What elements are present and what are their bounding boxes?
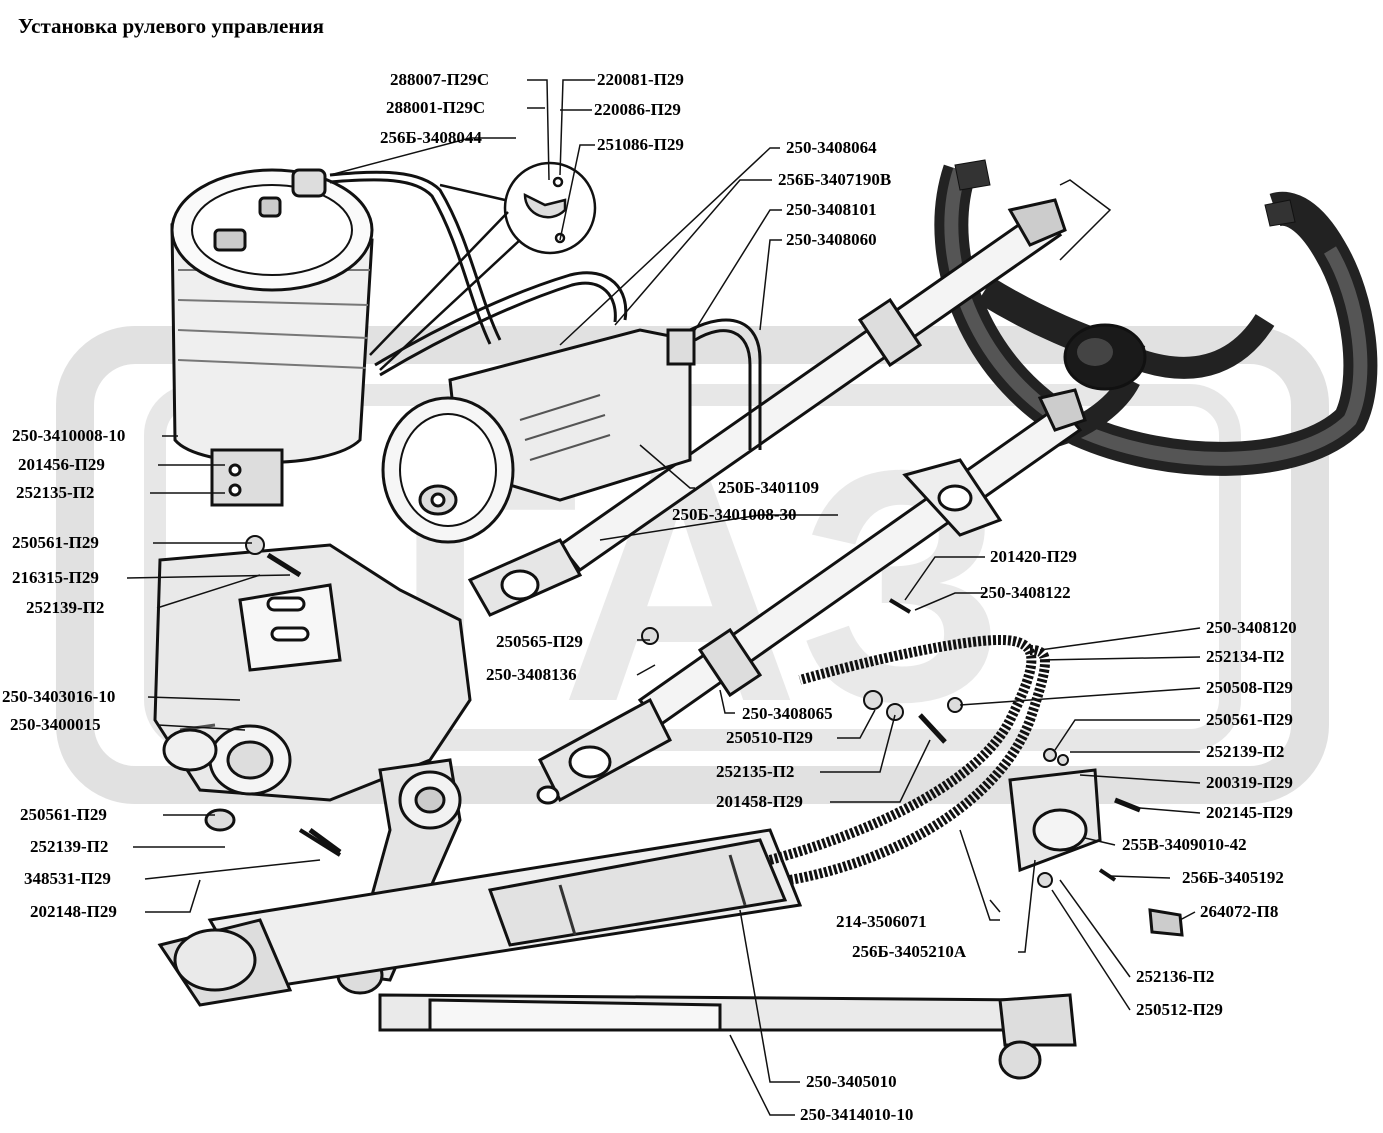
callout-label: 250508-П29 <box>1206 678 1293 697</box>
callout-label: 250561-П29 <box>12 533 99 552</box>
callout-label: 220086-П29 <box>594 100 681 119</box>
callout-label: 252135-П2 <box>716 762 795 781</box>
callout-label: 250Б-3401109 <box>718 478 819 497</box>
callout-label: 252135-П2 <box>16 483 95 502</box>
callout-label: 250561-П29 <box>20 805 107 824</box>
callout-label: 250-3400015 <box>10 715 101 734</box>
callout-label: 216315-П29 <box>12 568 99 587</box>
callout-label: 214-3506071 <box>836 912 927 931</box>
callout-label: 255В-3409010-42 <box>1122 835 1247 854</box>
callout-label: 256Б-3408044 <box>380 128 482 147</box>
clamp-detail-callout <box>369 161 597 371</box>
steering-knuckle-lever <box>1008 768 1184 937</box>
callout-label: 256Б-3405210А <box>852 942 967 961</box>
callout-label: 250Б-3401008-30 <box>672 505 797 524</box>
callout-label: 250-3408060 <box>786 230 877 249</box>
column-bracket <box>902 458 1003 537</box>
reservoir-hoses <box>329 170 762 450</box>
callout-label: 220081-П29 <box>597 70 684 89</box>
callout-label: 256Б-3405192 <box>1182 868 1284 887</box>
callout-label: 202145-П29 <box>1206 803 1293 822</box>
universal-joints <box>467 538 672 805</box>
callout-label: 201420-П29 <box>990 547 1077 566</box>
fastener-details <box>245 535 1141 888</box>
callout-label: 250-3408120 <box>1206 618 1297 637</box>
callout-label: 348531-П29 <box>24 869 111 888</box>
callout-label: 250561-П29 <box>1206 710 1293 729</box>
callout-label: 250-3405010 <box>806 1072 897 1091</box>
callout-label: 250-3408064 <box>786 138 877 157</box>
callout-label: 250-3408101 <box>786 200 877 219</box>
tie-rod <box>378 993 1077 1080</box>
callout-label: 250-3410008-10 <box>12 426 126 445</box>
callout-label: 252139-П2 <box>26 598 105 617</box>
callout-label: 250-3414010-10 <box>800 1105 914 1124</box>
callout-label: 201456-П29 <box>18 455 105 474</box>
callout-label: 250565-П29 <box>496 632 583 651</box>
callout-label: 200319-П29 <box>1206 773 1293 792</box>
callout-label: 252136-П2 <box>1136 967 1215 986</box>
callout-label: 288007-П29С <box>390 70 490 89</box>
callout-label: 250-3408065 <box>742 704 833 723</box>
callout-label: 250512-П29 <box>1136 1000 1223 1019</box>
leader-lines <box>126 79 1201 1116</box>
callout-label: 250-3408122 <box>980 583 1071 602</box>
callout-label: 251086-П29 <box>597 135 684 154</box>
oil-reservoir <box>170 168 374 507</box>
callout-label: 201458-П29 <box>716 792 803 811</box>
callout-label: 250-3403016-10 <box>2 687 116 706</box>
power-cylinder <box>157 828 803 1007</box>
callout-label: 202148-П29 <box>30 902 117 921</box>
callout-label: 288001-П29С <box>386 98 486 117</box>
callout-label: 264072-П8 <box>1200 902 1279 921</box>
callout-label: 252139-П2 <box>30 837 109 856</box>
callout-label: 252134-П2 <box>1206 647 1285 666</box>
callout-label: 252139-П2 <box>1206 742 1285 761</box>
callout-label: 250-3408136 <box>486 665 577 684</box>
high-pressure-hoses <box>768 634 1050 885</box>
page-title: Установка рулевого управления <box>18 14 324 38</box>
steering-pump <box>381 328 696 544</box>
callout-label: 256Б-3407190В <box>778 170 892 189</box>
callout-label: 250510-П29 <box>726 728 813 747</box>
